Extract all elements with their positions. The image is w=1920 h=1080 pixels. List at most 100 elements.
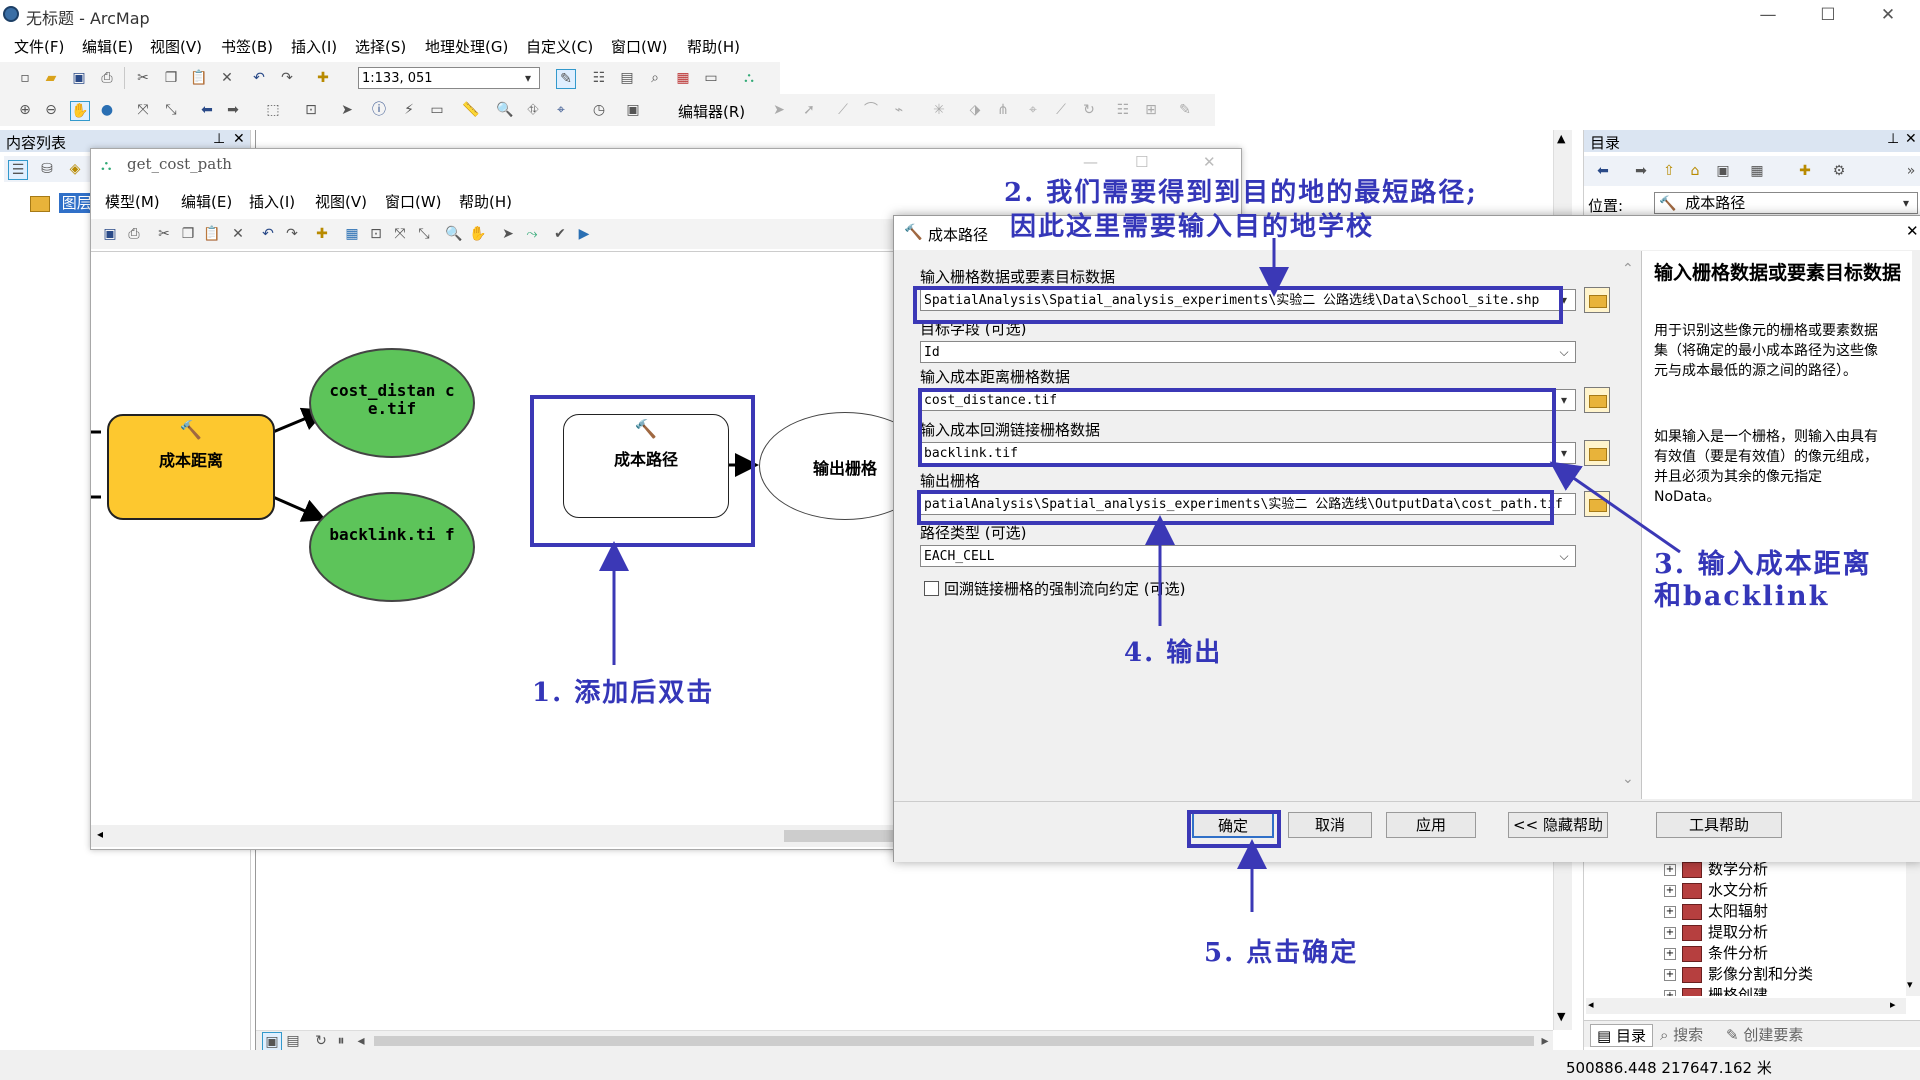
model-zoom-icon[interactable]: 🔍 [445,226,463,242]
edit-annotation-icon[interactable]: ➚ [803,102,815,118]
go-to-xy-icon[interactable]: ⌖ [557,102,565,118]
model-redo-icon[interactable]: ↷ [286,226,298,242]
cut-polygons-icon[interactable]: ⌖ [1029,102,1037,118]
scroll-up-icon[interactable]: ▲ [1557,132,1566,145]
chevron-down-icon[interactable]: ▾ [1560,446,1568,460]
tree-item-raster-creation[interactable]: +栅格创建 [1664,984,1768,996]
help-scrollbar[interactable] [1912,251,1920,799]
reshape-icon[interactable]: ⋔ [997,102,1009,118]
find-route-icon[interactable]: ⛗ [527,102,539,118]
expand-icon[interactable]: + [1664,905,1676,918]
list-by-source-icon[interactable]: ⛁ [41,161,53,177]
tool-help-button[interactable]: 工具帮助 [1656,812,1782,838]
run-icon[interactable]: ▶ [578,226,590,242]
cost-distance-tool-node[interactable]: 🔨 成本距离 [107,414,275,520]
open-icon[interactable]: ▰ [45,70,57,86]
menu-window[interactable]: 窗口(W) [611,38,668,56]
select-elements-icon[interactable]: ➤ [341,102,353,118]
trace-icon[interactable]: ⌁ [894,102,904,118]
auto-layout-icon[interactable]: ▦ [345,226,359,242]
tree-item-math[interactable]: +数学分析 [1664,860,1769,878]
identify-icon[interactable]: ⓘ [372,102,386,118]
catalog-home-icon[interactable]: ⌂ [1690,163,1700,179]
menu-edit[interactable]: 编辑(E) [82,38,134,56]
model-menu-help[interactable]: 帮助(H) [459,193,512,211]
cost-path-tool-node[interactable]: 🔨 成本路径 [563,414,729,518]
expand-icon[interactable]: + [1664,947,1676,960]
scroll-up-icon[interactable]: ⌃ [1622,261,1634,277]
find-icon[interactable]: 🔍 [496,102,514,118]
browse-folder-icon[interactable] [1584,287,1610,313]
model-close-button[interactable]: ✕ [1203,153,1216,171]
cut-icon[interactable]: ✂ [137,70,149,86]
catalog-scroll-right-icon[interactable]: ▸ [1890,998,1896,1011]
cancel-button[interactable]: 取消 [1288,812,1372,838]
delete-icon[interactable]: ✕ [221,70,233,86]
tab-create-features[interactable]: ✎ 创建要素 [1726,1026,1804,1044]
minimize-button[interactable]: — [1759,5,1777,25]
tree-item-segmentation[interactable]: +影像分割和分类 [1664,965,1814,983]
full-extent-icon[interactable]: ● [100,102,114,118]
force-flow-checkbox[interactable] [924,581,939,596]
select-features-icon[interactable]: ⬚ [266,102,280,118]
save-icon[interactable]: ▣ [72,70,86,86]
add-data-icon[interactable]: ✚ [317,70,329,86]
cost-distance-output-node[interactable]: cost_distan ce.tif [309,348,475,458]
catalog-scroll-left-icon[interactable]: ◂ [1588,998,1594,1011]
toc-close-icon[interactable]: ✕ [233,131,245,147]
model-maximize-button[interactable]: ☐ [1135,153,1149,171]
scale-combo[interactable]: 1:133, 051 ▾ [358,67,540,89]
model-copy-icon[interactable]: ❐ [181,226,195,242]
redo-icon[interactable]: ↷ [281,70,293,86]
validate-icon[interactable]: ✔ [554,226,566,242]
pan-icon[interactable]: ✋ [70,101,90,121]
modelbuilder-icon[interactable]: ⛬ [744,70,754,86]
zoom-in-icon[interactable]: ⊕ [19,102,31,118]
tree-item-conditional[interactable]: +条件分析 [1664,944,1769,962]
hyperlink-icon[interactable]: ⚡ [404,102,414,118]
back-extent-icon[interactable]: ⬅ [201,102,213,118]
model-select-icon[interactable]: ➤ [502,226,514,242]
pin-icon[interactable]: ⊥ [213,131,226,147]
map-horizontal-scrollbar[interactable] [374,1036,1534,1046]
expand-icon[interactable]: + [1664,989,1676,996]
list-by-visibility-icon[interactable]: ◈ [69,161,81,177]
paste-icon[interactable]: 📋 [190,70,208,86]
path-type-select[interactable]: EACH_CELL ⌵ [920,545,1576,567]
layout-view-icon[interactable]: ▤ [286,1033,300,1049]
scroll-down-icon[interactable]: ⌄ [1622,771,1634,787]
expand-icon[interactable]: + [1664,968,1676,981]
tab-catalog[interactable]: ▤ 目录 [1590,1024,1653,1047]
model-minimize-button[interactable]: — [1083,153,1098,171]
print-icon[interactable]: ⎙ [101,70,113,86]
menu-customize[interactable]: 自定义(C) [526,38,594,56]
model-menu-model[interactable]: 模型(M) [105,193,160,211]
model-delete-icon[interactable]: ✕ [232,226,244,242]
tree-item-solar[interactable]: +太阳辐射 [1664,902,1769,920]
model-save-icon[interactable]: ▣ [103,226,117,242]
model-scroll-left-icon[interactable]: ◂ [97,827,104,841]
rotate-icon[interactable]: ↻ [1083,102,1095,118]
catalog-back-icon[interactable]: ⬅ [1597,163,1609,179]
catalog-window-icon[interactable]: ▤ [620,70,634,86]
copy-icon[interactable]: ❐ [164,70,178,86]
catalog-views-icon[interactable]: ▦ [1750,163,1764,179]
model-add-data-icon[interactable]: ✚ [316,226,328,242]
edit-tool-icon[interactable]: ➤ [773,102,785,118]
fixed-zoom-out-icon[interactable]: ⤡ [165,102,177,118]
scroll-down-icon[interactable]: ▼ [1557,1010,1566,1023]
clear-selection-icon[interactable]: ⊡ [305,102,317,118]
dest-field-select[interactable]: Id ⌵ [920,341,1576,363]
dialog-close-icon[interactable]: ✕ [1906,222,1919,240]
model-menu-view[interactable]: 视图(V) [315,193,367,211]
model-cut-icon[interactable]: ✂ [158,226,170,242]
new-icon[interactable]: ▫ [20,70,30,86]
menu-geoprocessing[interactable]: 地理处理(G) [425,38,509,56]
tree-item-hydrology[interactable]: +水文分析 [1664,881,1769,899]
catalog-forward-icon[interactable]: ➡ [1635,163,1647,179]
refresh-icon[interactable]: ↻ [315,1033,327,1049]
browse-folder-icon[interactable] [1584,440,1610,466]
arctoolbox-icon[interactable]: ▦ [676,70,690,86]
edit-vertices-icon[interactable]: ⬗ [969,102,981,118]
model-menu-window[interactable]: 窗口(W) [385,193,442,211]
